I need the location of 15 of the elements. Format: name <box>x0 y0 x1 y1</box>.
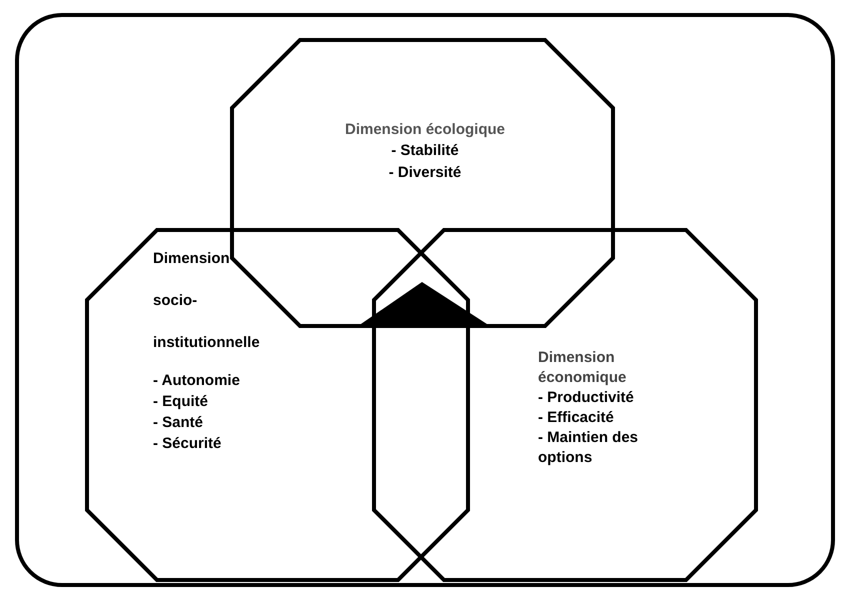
section-heading: Dimension économique <box>538 348 628 388</box>
list-item: - Diversité <box>388 163 462 183</box>
list-item: - Productivité <box>538 388 635 408</box>
list-item: - Santé <box>153 413 204 433</box>
list-item: - Efficacité <box>538 408 615 428</box>
list-item: - Autonomie <box>153 371 241 391</box>
section-heading: Dimension écologique <box>344 120 506 140</box>
section-heading: Dimension socio-institutionnelle <box>153 249 261 353</box>
octagon-shape <box>85 228 470 582</box>
list-item: - Sécurité <box>153 434 222 454</box>
octagon-shape <box>372 228 758 582</box>
list-item: - Stabilité <box>390 141 460 161</box>
list-item: - Maintien des options <box>538 428 640 468</box>
octagon-shape <box>230 38 615 328</box>
list-item: - Equité <box>153 392 209 412</box>
